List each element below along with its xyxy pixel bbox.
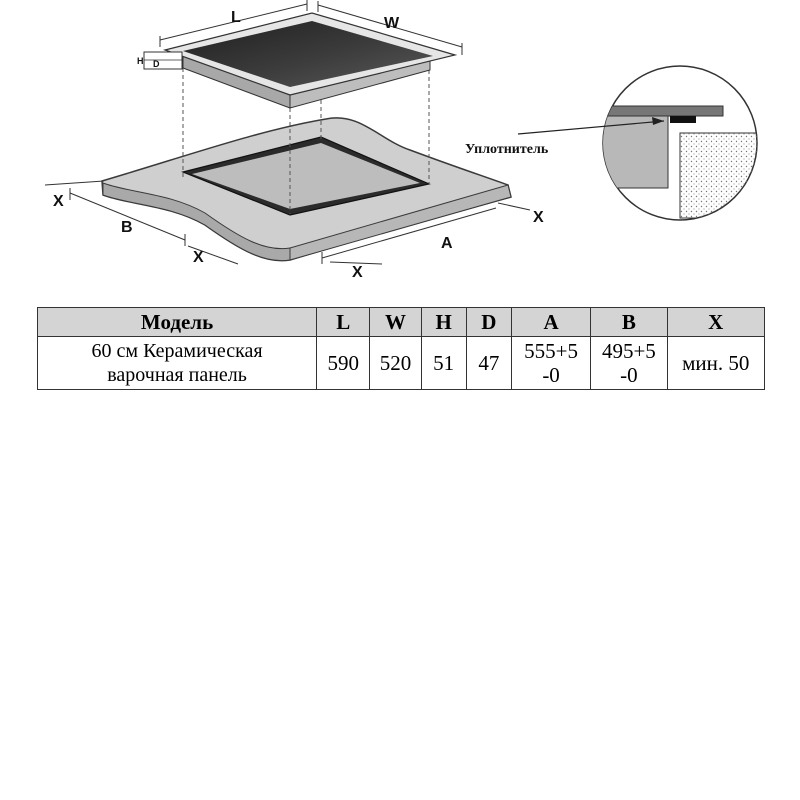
label-b: B [121, 219, 133, 236]
a-line1: 555+5 [524, 339, 578, 363]
hob-dimension-lines [159, 0, 463, 55]
header-w: W [369, 307, 422, 337]
header-a: A [510, 307, 592, 337]
b-line1: 495+5 [601, 339, 656, 363]
header-b: B [590, 307, 668, 337]
label-x-right: X [533, 209, 544, 226]
header-d: D [465, 307, 512, 337]
label-l: L [231, 9, 241, 26]
label-x-left: X [53, 193, 64, 210]
cell-x: мин. 50 [666, 336, 766, 390]
label-d: D [153, 59, 160, 69]
header-model: Модель [36, 307, 318, 337]
label-x-bottom: X [193, 249, 204, 266]
model-line1: 60 см Керамическая [91, 340, 263, 362]
table-row: 60 см Керамическая варочная панель 590 5… [36, 336, 766, 390]
seal-detail [602, 65, 758, 221]
cell-b: 495+5 -0 [590, 336, 668, 390]
b-line2: -0 [620, 363, 638, 387]
table-header-row: Модель L W H D A B X [36, 307, 766, 337]
seal-label: Уплотнитель [465, 142, 549, 157]
label-x-front: X [352, 264, 363, 281]
header-x: X [666, 307, 766, 337]
seal-pointer [517, 120, 665, 135]
ceramic-glass [183, 21, 433, 87]
a-line2: -0 [542, 363, 560, 387]
hd-dimension: H D [137, 51, 183, 70]
label-a: A [441, 235, 453, 252]
cell-model: 60 см Керамическая варочная панель [36, 336, 318, 390]
header-l: L [316, 307, 371, 337]
label-h: H [137, 56, 144, 66]
header-h: H [420, 307, 467, 337]
hob [162, 12, 458, 109]
cell-l: 590 [316, 336, 371, 390]
cell-d: 47 [465, 336, 512, 390]
projection-lines [182, 68, 430, 214]
cell-w: 520 [369, 336, 422, 390]
label-w: W [384, 15, 400, 32]
cell-a: 555+5 -0 [510, 336, 592, 390]
model-line2: варочная панель [107, 364, 247, 386]
spec-table: Модель L W H D A B X 60 см Керамическая … [36, 307, 766, 390]
installation-diagram: H D L W X B X X A X У [44, 0, 758, 281]
cutout-dimension-lines [44, 180, 531, 265]
worktop [101, 117, 512, 262]
cell-h: 51 [420, 336, 467, 390]
